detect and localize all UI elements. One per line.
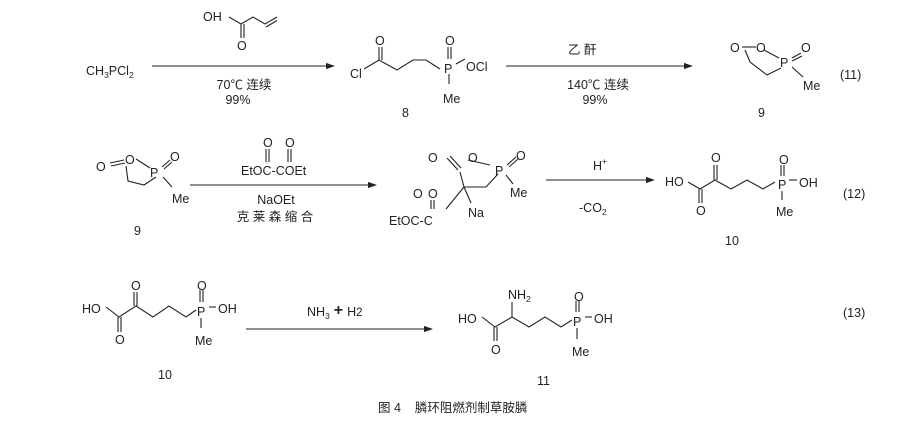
acrylic-acid-oh: OH — [203, 10, 222, 24]
intermediate-p-o: O — [516, 149, 526, 163]
yield-99-a: 99% — [225, 93, 250, 107]
diethyl-oxalate-structure: O O EtOC-COEt — [241, 136, 307, 178]
reactant-10-structure: HO O O P O OH Me 10 — [82, 279, 237, 382]
product-9-carbonyl-o: O — [730, 41, 740, 55]
acrylic-acid-o: O — [237, 39, 247, 53]
product-11-p-o: O — [574, 290, 584, 304]
reagent-acetic-anhydride: 乙 酐 — [568, 43, 596, 57]
compound-number-9b: 9 — [134, 224, 141, 238]
product-11-structure: NH2 HO O P O OH Me 11 — [458, 288, 613, 388]
product-8-ocl: OCl — [466, 60, 488, 74]
oxalate-o1: O — [263, 136, 273, 150]
product-10-p-o: O — [779, 153, 789, 167]
product-8-structure: Cl O P O OCl Me 8 — [350, 34, 488, 120]
product-10-oh: OH — [799, 176, 818, 190]
condition-70c: 70℃ 连续 — [217, 77, 272, 92]
product-10-structure: HO O O P O OH Me 10 — [665, 151, 818, 248]
product-10-acid-o: O — [696, 204, 706, 218]
reactant-10-p: P — [197, 305, 205, 319]
reactant-ch3pcl2: CH3PCl2 — [86, 64, 134, 80]
equation-number-13: (13) — [843, 306, 865, 320]
reactant-10-ketone-o: O — [131, 279, 141, 293]
reactant-10-p-o: O — [197, 279, 207, 293]
intermediate-carbonyl-o: O — [428, 151, 438, 165]
reactant-10-me: Me — [195, 334, 212, 348]
product-8-p: P — [444, 62, 452, 76]
reagent-nh3-h2: NH3+H2 — [307, 302, 363, 321]
intermediate-na: Na — [468, 206, 484, 220]
reactant-9-carbonyl-o: O — [96, 160, 106, 174]
product-10-me: Me — [776, 205, 793, 219]
product-9-p-o: O — [801, 41, 811, 55]
acid-h-plus: H+ — [593, 156, 607, 173]
intermediate-structure: O O P O Me Na O O EtOC-C — [389, 149, 527, 228]
product-8-o1: O — [375, 34, 385, 48]
product-9-p: P — [780, 56, 788, 70]
acrylic-acid-structure: OH O — [203, 10, 278, 53]
product-11-p: P — [573, 315, 581, 329]
reaction-13: HO O O P O OH Me 10 NH3+H2 NH2 HO O P O — [82, 279, 865, 388]
equation-number-11: (11) — [840, 68, 861, 82]
reaction-11: CH3PCl2 OH O 70℃ 连续 99% Cl O P O OCl — [86, 10, 861, 120]
product-11-acid-o: O — [491, 343, 501, 357]
product-10-ketone-o: O — [711, 151, 721, 165]
compound-number-9a: 9 — [758, 106, 765, 120]
product-11-nh2: NH2 — [508, 288, 531, 304]
condition-140c: 140℃ 连续 — [567, 77, 629, 92]
reactant-9-p: P — [150, 166, 158, 180]
compound-number-10b: 10 — [158, 368, 172, 382]
decarboxylation-label: -CO2 — [579, 201, 607, 217]
product-10-p: P — [778, 178, 786, 192]
intermediate-ring-o: O — [468, 151, 478, 165]
oxalate-o2: O — [285, 136, 295, 150]
reactant-9-structure: O O P O Me 9 — [96, 150, 189, 238]
product-11-ho: HO — [458, 312, 477, 326]
product-10-ho: HO — [665, 175, 684, 189]
product-8-me: Me — [443, 92, 460, 106]
product-9-me: Me — [803, 79, 820, 93]
reactant-9-me: Me — [172, 192, 189, 206]
oxalate-formula: EtOC-COEt — [241, 164, 307, 178]
claisen-condensation-label: 克 莱 森 缩 合 — [237, 209, 314, 224]
reaction-12: O O P O Me 9 O O EtOC-COEt NaOEt 克 莱 森 缩… — [96, 136, 865, 248]
reactant-9-ring-o: O — [125, 153, 135, 167]
compound-number-8: 8 — [402, 106, 409, 120]
reactant-10-oh: OH — [218, 302, 237, 316]
product-11-me: Me — [572, 345, 589, 359]
product-9-structure: O O P O Me 9 — [730, 41, 820, 120]
intermediate-ester: EtOC-C — [389, 214, 433, 228]
intermediate-me: Me — [510, 186, 527, 200]
compound-number-10a: 10 — [725, 234, 739, 248]
figure-caption: 图 4 膦环阻燃剂制草胺膦 — [378, 400, 527, 415]
intermediate-ester-o2: O — [428, 187, 438, 201]
product-11-oh: OH — [594, 312, 613, 326]
reactant-10-ho: HO — [82, 302, 101, 316]
product-8-cl: Cl — [350, 67, 362, 81]
reactant-10-acid-o: O — [115, 333, 125, 347]
compound-number-11: 11 — [537, 374, 550, 388]
intermediate-ester-o1: O — [413, 187, 423, 201]
product-9-ring-o: O — [756, 41, 766, 55]
intermediate-p-label: P — [495, 164, 503, 178]
base-naoet: NaOEt — [257, 193, 295, 207]
equation-number-12: (12) — [843, 187, 865, 201]
reactant-9-p-o: O — [170, 150, 180, 164]
product-8-o2: O — [445, 34, 455, 48]
yield-99-b: 99% — [582, 93, 607, 107]
